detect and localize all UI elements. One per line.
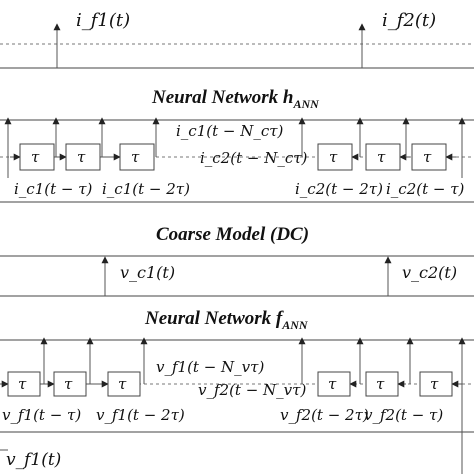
svg-text:τ: τ (328, 375, 337, 393)
vf1-Nv-label: v_f1(t − N_vτ) (156, 358, 264, 376)
svg-text:τ: τ (430, 375, 439, 393)
svg-text:τ: τ (31, 148, 40, 166)
vf1-t-minus-2tau-label: v_f1(t − 2τ) (96, 406, 185, 424)
delay-box (65, 143, 101, 171)
svg-text:τ: τ (376, 375, 385, 393)
delay-box (7, 371, 41, 397)
f-network-title: Neural Network fANN (144, 308, 309, 332)
svg-text:τ: τ (64, 375, 73, 393)
vf1-t-minus-tau-label: v_f1(t − τ) (2, 406, 81, 424)
vf2-t-minus-2tau-label: v_f2(t − 2τ) (280, 406, 369, 424)
delay-box (317, 371, 351, 397)
delay-box (53, 371, 87, 397)
delay-box (365, 143, 401, 171)
vf2-t-minus-tau-label: v_f2(t − τ) (364, 406, 443, 424)
ic1-t-minus-tau-label: i_c1(t − τ) (14, 180, 93, 198)
ic2-t-minus-tau-label: i_c2(t − τ) (386, 180, 465, 198)
svg-text:τ: τ (131, 148, 140, 166)
coarse-model-title: Coarse Model (DC) (156, 224, 309, 245)
vc1-label: v_c1(t) (120, 263, 175, 282)
delay-box (411, 143, 447, 171)
delay-box (317, 143, 353, 171)
ic2-t-minus-2tau-label: i_c2(t − 2τ) (295, 180, 383, 198)
coarse-model: Coarse Model (DC) v_c1(t) v_c2(t) (0, 224, 474, 297)
delay-box (19, 143, 55, 171)
svg-text:τ: τ (118, 375, 127, 393)
svg-text:τ: τ (377, 148, 386, 166)
neural-network-f: Neural Network fANN τ τ τ τ τ τ v_f1(t −… (0, 308, 474, 474)
ic1-t-minus-2tau-label: i_c1(t − 2τ) (102, 180, 190, 198)
vc2-label: v_c2(t) (402, 263, 457, 282)
svg-text:τ: τ (77, 148, 86, 166)
delay-box (107, 371, 141, 397)
neural-network-h: Neural Network hANN τ τ τ τ τ τ i_c1(t −… (0, 87, 474, 203)
svg-text:τ: τ (18, 375, 27, 393)
top-band: i_f1(t) i_f2(t) (0, 10, 474, 69)
ic2-Nc-label: i_c2(t − N_cτ) (200, 149, 308, 167)
svg-text:τ: τ (329, 148, 338, 166)
if1-label: i_f1(t) (76, 10, 130, 31)
delay-box (365, 371, 399, 397)
vf1-input-label: v_f1(t) (6, 450, 61, 470)
delay-box (419, 371, 453, 397)
delay-box (119, 143, 155, 171)
vf2-Nv-label: v_f2(t − N_vτ) (198, 381, 306, 399)
h-network-title: Neural Network hANN (151, 87, 320, 111)
ic1-Nc-label: i_c1(t − N_cτ) (176, 122, 284, 140)
bottom-input: v_f1(t) (0, 449, 61, 470)
svg-text:τ: τ (423, 148, 432, 166)
if2-label: i_f2(t) (382, 10, 436, 31)
